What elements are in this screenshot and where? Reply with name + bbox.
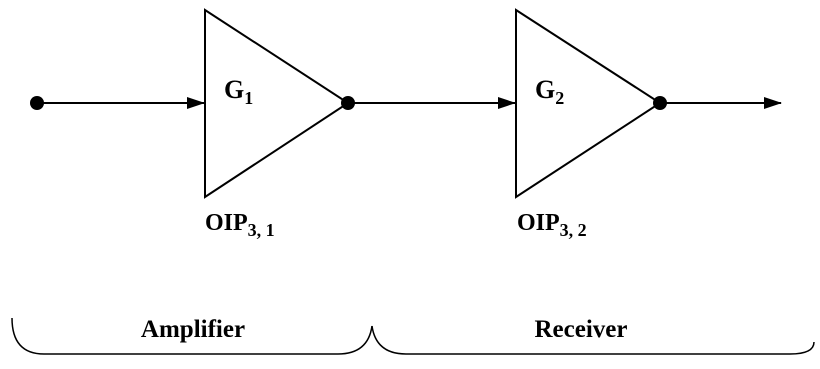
amplifier-label: Amplifier xyxy=(141,316,245,343)
gain-1-label: G1 xyxy=(224,75,253,108)
receiver-bracket xyxy=(371,325,815,355)
amplifier-1-triangle xyxy=(204,8,350,199)
oip-2-label: OIP3, 2 xyxy=(517,210,587,240)
gain-2-label: G2 xyxy=(535,75,564,108)
amplifier-2-triangle xyxy=(515,8,662,199)
amplifier-bracket xyxy=(11,317,373,355)
receiver-label: Receiver xyxy=(535,316,628,343)
oip-1-label: OIP3, 1 xyxy=(205,210,275,240)
